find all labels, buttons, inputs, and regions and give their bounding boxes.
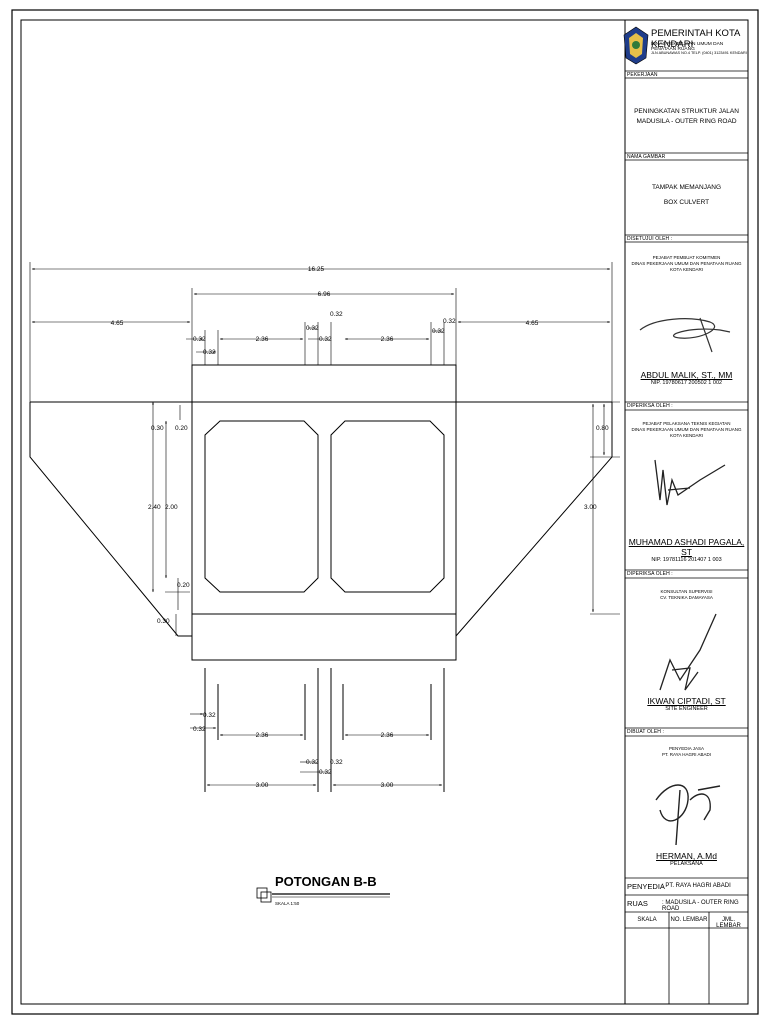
signature-maker: [655, 784, 721, 846]
embankment-left: [29, 402, 192, 637]
box-outer: [191, 364, 457, 661]
title-block-lines: [625, 70, 748, 1004]
approved-role: PEJABAT PEMBUAT KOMITMEN DINAS PEKERJAAN…: [631, 255, 742, 272]
embankment-right: [455, 402, 613, 637]
svg-text:2.40: 2.40: [148, 504, 161, 511]
signature-approver: [639, 317, 731, 353]
checker1-nip: NIP. 19781116 201407 1 003: [651, 557, 722, 563]
checker2-name: IKWAN CIPTADI, ST: [647, 696, 726, 706]
svg-text:0.32: 0.32: [193, 336, 206, 343]
approver-name: ABDUL MALIK, ST., MM: [640, 370, 733, 380]
checker1-name: MUHAMAD ASHADI PAGALA, ST: [628, 537, 745, 557]
svg-text:0.32: 0.32: [306, 759, 319, 766]
svg-text:3.00: 3.00: [256, 782, 269, 789]
svg-text:0.30: 0.30: [151, 425, 164, 432]
checked2-role: KONSULTAN SUPERVISI CV. TEKNIKA DAMAYASA: [660, 589, 713, 600]
svg-text:0.32: 0.32: [330, 759, 343, 766]
svg-text:3.00: 3.00: [584, 504, 597, 511]
org-name: PEMERINTAH KOTA KENDARI: [651, 28, 740, 50]
address: JLN ABUNAWAS NO.4 TELP. (0401) 3123491 K…: [651, 51, 747, 55]
made-role: PENYEDIA JASA PT. RAYA HAGRI ABADI: [661, 746, 712, 757]
section-title: POTONGAN B-B: [275, 874, 377, 889]
cell-left: [204, 420, 319, 593]
svg-text:2.36: 2.36: [256, 336, 269, 343]
svg-text:0.32: 0.32: [306, 325, 319, 332]
cell-right: [330, 420, 445, 593]
svg-text:2.00: 2.00: [165, 504, 178, 511]
svg-text:2.36: 2.36: [381, 732, 394, 739]
svg-text:2.36: 2.36: [381, 336, 394, 343]
project-title: PENINGKATAN STRUKTUR JALAN MADUSILA - OU…: [634, 108, 739, 125]
svg-text:4.65: 4.65: [526, 320, 539, 327]
sheet-columns: SKALA NO. LEMBAR JML. LEMBAR: [637, 917, 741, 929]
svg-text:0.20: 0.20: [177, 582, 190, 589]
checked2-label: DIPERIKSA OLEH :: [627, 571, 673, 577]
svg-text:6.96: 6.96: [318, 291, 331, 298]
culvert-section: [29, 364, 613, 792]
header-block: PEMERINTAH KOTA KENDARI DINAS PEKERJAAN …: [625, 22, 748, 70]
svg-text:0.32: 0.32: [319, 336, 332, 343]
svg-text:0.32: 0.32: [203, 349, 216, 356]
provider-row: PENYEDIA : PT. RAYA HAGRI ABADI: [627, 882, 731, 891]
svg-text:0.32: 0.32: [319, 769, 332, 776]
outer-border: [11, 9, 759, 1015]
section-scale: SKALA 1:50: [275, 901, 300, 906]
dimension-labels: 16.25 6.96 4.65 4.65 0.32 0.32 2.36 2.36…: [111, 266, 609, 789]
checker2-title: SITE ENGINEER: [665, 706, 708, 712]
approver-nip: NIP. 19780617 200502 1 002: [650, 380, 723, 386]
svg-text:0.30: 0.30: [157, 618, 170, 625]
svg-text:2.36: 2.36: [256, 732, 269, 739]
drawing-name: TAMPAK MEMANJANG BOX CULVERT: [651, 184, 722, 206]
svg-text:0.20: 0.20: [175, 425, 188, 432]
maker-title: PELAKSANA: [670, 861, 703, 867]
svg-text:0.32: 0.32: [193, 726, 206, 733]
svg-text:0.80: 0.80: [596, 425, 609, 432]
signature-checker-1: [654, 459, 726, 506]
dimension-lines: [29, 262, 620, 786]
checked1-role: PEJABAT PELAKSANA TEKNIS KEGIATAN DINAS …: [631, 421, 742, 438]
signature-checker-2: [659, 613, 717, 691]
svg-text:0.32: 0.32: [203, 712, 216, 719]
checked1-label: DIPERIKSA OLEH :: [627, 403, 673, 409]
svg-text:0.32: 0.32: [330, 311, 343, 318]
svg-text:3.00: 3.00: [381, 782, 394, 789]
inner-border: [20, 19, 749, 1005]
kendari-emblem-icon: [623, 26, 649, 65]
maker-name: HERMAN, A.Md: [656, 851, 717, 861]
approved-label: DISETUJUI OLEH :: [627, 236, 673, 242]
svg-text:0.32: 0.32: [432, 328, 445, 335]
made-label: DIBUAT OLEH :: [627, 729, 664, 735]
route-row: RUAS : MADUSILA - OUTER RING ROAD: [627, 899, 739, 912]
project-label: PEKERJAAN: [627, 72, 658, 78]
drawing-name-label: NAMA GAMBAR: [627, 154, 666, 160]
svg-text:16.25: 16.25: [308, 266, 325, 273]
svg-text:4.65: 4.65: [111, 320, 124, 327]
section-title-block: POTONGAN B-B SKALA 1:50: [256, 874, 390, 906]
dept-name: DINAS PEKERJAAN UMUM DAN PENATAAN RUANG: [651, 42, 724, 52]
svg-text:0.32: 0.32: [443, 318, 456, 325]
